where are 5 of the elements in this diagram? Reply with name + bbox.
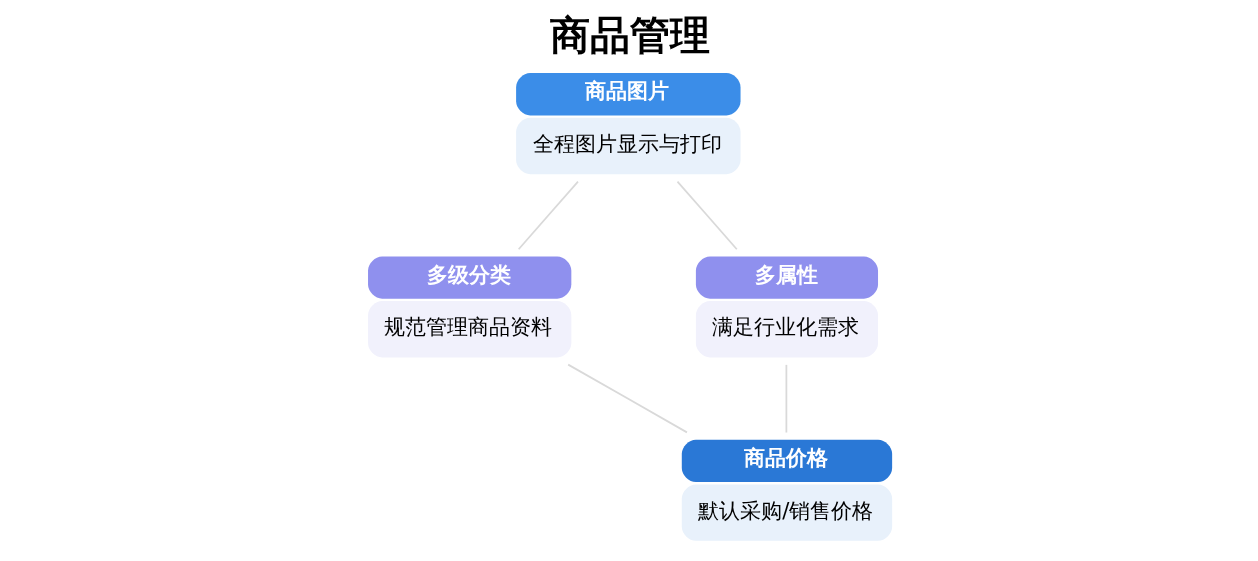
diagram-title: 商品管理	[549, 11, 710, 58]
connector	[566, 363, 688, 434]
connector	[785, 364, 787, 434]
connector	[517, 180, 579, 251]
connector	[676, 180, 738, 251]
